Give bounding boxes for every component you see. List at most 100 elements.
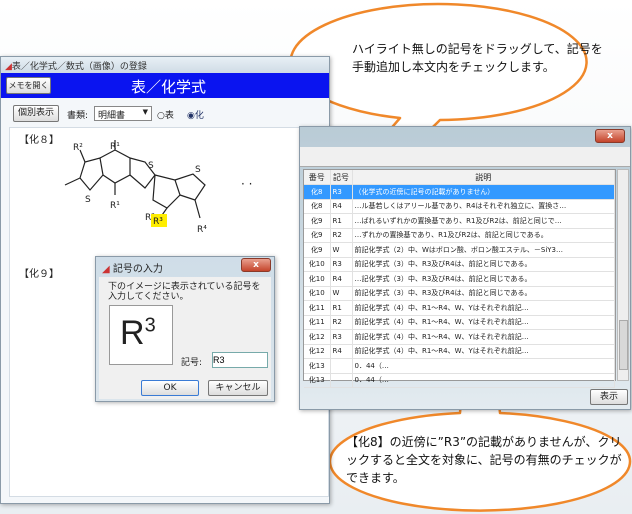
svg-text:R⁴: R⁴ [197, 225, 207, 235]
cancel-button[interactable]: キャンセル [208, 380, 268, 396]
svg-text:R¹: R¹ [110, 142, 120, 152]
col-description[interactable]: 説明 [352, 170, 615, 185]
cell-number: 化10 [304, 257, 331, 272]
symbol-input-dialog: ◢ 記号の入力 x 下のイメージに表示されている記号を入力してください。 R3 … [95, 256, 275, 402]
app-icon: ◢ [5, 62, 12, 72]
cell-number: 化11 [304, 315, 331, 330]
cell-description: …ばれるいずれかの置換基であり、R1及びR2は、前記と同じで… [352, 213, 615, 229]
cell-description: 前記化学式（4）中、R1～R4、W、Yはそれぞれ前記… [352, 315, 615, 330]
svg-text:S: S [85, 195, 91, 205]
show-button[interactable]: 表示 [590, 389, 628, 405]
main-window: ◢表／化学式／数式（画像）の登録 メモを開く 表／化学式 個別表示 書類: 明細… [0, 56, 330, 504]
formula8-label: 【化８】 [19, 135, 59, 146]
tab-strip [300, 147, 630, 167]
header-title: 表／化学式 [131, 78, 207, 96]
callout-bottom-text: 【化8】の近傍に”R3”の記載がありませんが、クリックすると全文を対象に、記号の… [346, 435, 622, 485]
highlight-r3 [151, 214, 167, 227]
svg-text:R³: R³ [153, 217, 163, 227]
radio-table[interactable]: ○表 [157, 111, 174, 121]
cell-number: 化12 [304, 329, 331, 345]
memo-button[interactable]: メモを開く [6, 77, 51, 94]
cell-number: 化9 [304, 228, 331, 243]
cell-description: 前記化学式（3）中、R3及びR4は、前記と同じである。 [352, 257, 615, 272]
cell-symbol: R3 [330, 329, 353, 345]
cell-description: 0．44（… [352, 358, 615, 374]
cell-description: 前記化学式（4）中、R1～R4、W、Yはそれぞれ前記… [352, 300, 615, 316]
cell-number: 化11 [304, 300, 331, 316]
cell-number: 化9 [304, 242, 331, 258]
cell-symbol: R2 [330, 228, 353, 243]
dialog-instruction: 下のイメージに表示されている記号を入力してください。 [108, 282, 261, 302]
cell-symbol: R2 [330, 315, 353, 330]
radio-chem[interactable]: ◉化 [187, 111, 204, 121]
symbol-image: R3 [109, 305, 173, 365]
symbol-field-label: 記号: [181, 358, 203, 368]
cell-symbol: R4 [330, 199, 353, 214]
col-number[interactable]: 番号 [304, 170, 331, 185]
cell-number: 化13 [304, 358, 331, 374]
cell-symbol: R3 [330, 257, 353, 272]
cell-symbol: W [330, 242, 353, 258]
header-bar: メモを開く 表／化学式 [1, 73, 329, 98]
cell-symbol [330, 373, 353, 388]
cell-number: 化9 [304, 213, 331, 229]
svg-text:S: S [148, 161, 154, 171]
close-button[interactable]: x [595, 129, 625, 143]
individual-view-button[interactable]: 個別表示 [13, 105, 59, 122]
cell-description: 前記化学式（4）中、R1～R4、W、Yはそれぞれ前記… [352, 344, 615, 359]
svg-text:S: S [195, 165, 201, 175]
cell-description: 前記化学式（3）中、R3及びR4は、前記と同じである。 [352, 286, 615, 301]
cell-description: …ずれかの置換基であり、R1及びR2は、前記と同じである。 [352, 228, 615, 243]
callout-top-text: ハイライト無しの記号をドラッグして、記号を手動追加し本文内をチェックします。 [352, 42, 603, 74]
doc-type-label: 書類: [67, 111, 89, 121]
table-row[interactable]: 化13 0．44（… [304, 358, 615, 374]
svg-text:R¹: R¹ [110, 201, 120, 211]
cell-symbol: R3 [330, 184, 353, 200]
cell-symbol: R1 [330, 300, 353, 316]
cell-symbol [330, 358, 353, 374]
ellipsis: · · [241, 177, 253, 191]
ok-button[interactable]: OK [141, 380, 199, 396]
cell-symbol: R1 [330, 213, 353, 229]
symbol-input[interactable] [212, 352, 268, 368]
cell-symbol: R4 [330, 344, 353, 359]
dialog-close-button[interactable]: x [241, 258, 271, 272]
cell-description: 0．44（… [352, 373, 615, 388]
cell-number: 化8 [304, 199, 331, 214]
cell-number: 化8 [304, 184, 331, 200]
formula9-label: 【化９】 [19, 269, 59, 280]
cell-number: 化10 [304, 286, 331, 301]
svg-text:R²: R² [73, 143, 83, 153]
main-title-bar: ◢表／化学式／数式（画像）の登録 [1, 57, 329, 73]
chemical-structure-image: R² R¹ S S S R¹ R² R⁴ R³ [64, 140, 207, 235]
col-symbol[interactable]: 記号 [330, 170, 353, 185]
svg-text:R²: R² [145, 213, 155, 223]
cell-description: …ル基若しくはアリール基であり、R4はそれぞれ独立に、置換さ… [352, 199, 615, 214]
doc-type-select[interactable]: 明細書▼ [94, 106, 152, 121]
table-row[interactable]: 化13 0．44（… [304, 373, 615, 388]
cell-symbol: R4 [330, 271, 353, 287]
cell-symbol: W [330, 286, 353, 301]
cell-description: 前記化学式（4）中、R1～R4、W、Yはそれぞれ前記… [352, 329, 615, 345]
cell-description: 前記化学式（2）中、Wはボロン酸、ボロン酸エステル、－SiY3… [352, 242, 615, 258]
cell-number: 化13 [304, 373, 331, 388]
scrollbar[interactable] [617, 169, 629, 381]
dialog-title: ◢ 記号の入力 [102, 264, 163, 275]
cell-number: 化12 [304, 344, 331, 359]
window-title: 表／化学式／数式（画像）の登録 [11, 62, 147, 72]
cell-description: …記化学式（3）中、R3及びR4は、前記と同じである。 [352, 271, 615, 287]
